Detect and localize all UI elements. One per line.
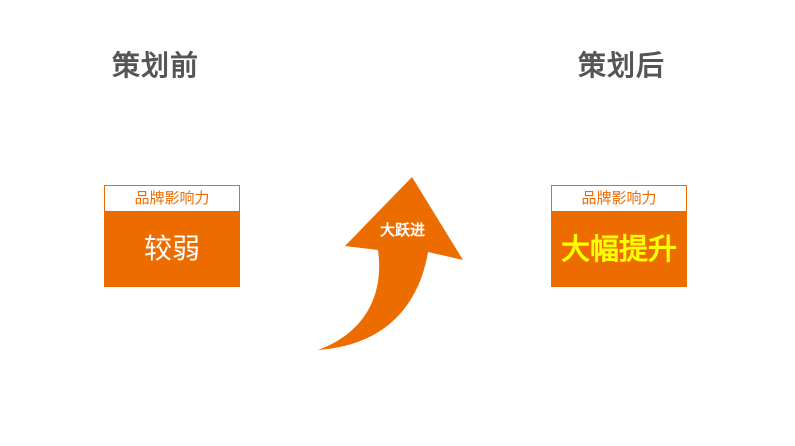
arrow-label: 大跃进	[380, 221, 426, 239]
after-card: 品牌影响力 大幅提升	[551, 185, 687, 287]
after-heading: 策划后	[578, 49, 666, 82]
before-card-label: 品牌影响力	[104, 185, 240, 211]
before-card: 品牌影响力 较弱	[104, 185, 240, 287]
before-card-body: 较弱	[104, 211, 240, 287]
after-card-body: 大幅提升	[551, 211, 687, 287]
after-card-label: 品牌影响力	[551, 185, 687, 211]
after-card-value: 大幅提升	[560, 232, 677, 266]
before-card-value: 较弱	[143, 232, 200, 265]
before-heading: 策划前	[112, 49, 200, 82]
